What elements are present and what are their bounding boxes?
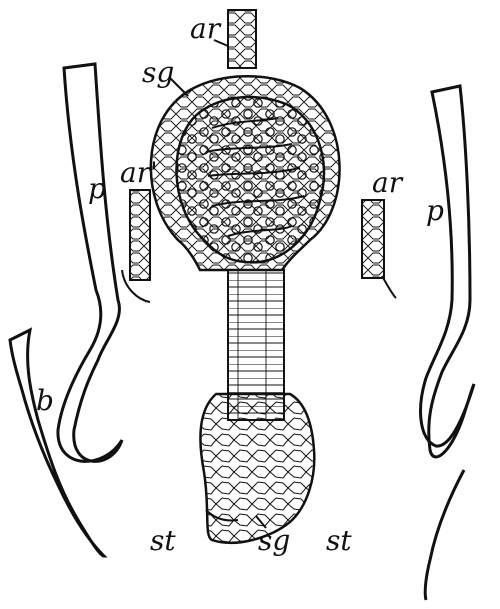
- spore-mass: [175, 95, 326, 264]
- label-sg-bottom: sg: [258, 524, 290, 557]
- label-sg-top: sg: [142, 56, 174, 89]
- leader-ar-top: [213, 39, 229, 47]
- label-ar-prime-left: ar': [120, 156, 158, 189]
- right-archegonium: [361, 199, 397, 299]
- foot-inner-cavity: [205, 509, 239, 522]
- label-ar-right: ar: [372, 166, 404, 199]
- label-ar-top: ar: [190, 12, 222, 45]
- label-p-left: p: [88, 172, 106, 205]
- foot: [199, 392, 316, 544]
- label-st-left: st: [150, 524, 176, 557]
- leader-sg-bottom: [255, 515, 267, 529]
- left-archegonium: [121, 189, 151, 303]
- right-paraphysis-outline: [419, 84, 476, 459]
- archegonium-neck: [227, 9, 257, 69]
- leader-sg-top: [169, 77, 189, 97]
- label-p-right: p: [426, 194, 444, 227]
- elaters: [205, 117, 305, 237]
- right-fragment-outline: [423, 469, 466, 601]
- label-st-right: st: [326, 524, 352, 557]
- left-paraphysis-outline: [56, 62, 124, 463]
- left-base-b-outline: [8, 327, 108, 558]
- label-b-left: b: [36, 384, 54, 417]
